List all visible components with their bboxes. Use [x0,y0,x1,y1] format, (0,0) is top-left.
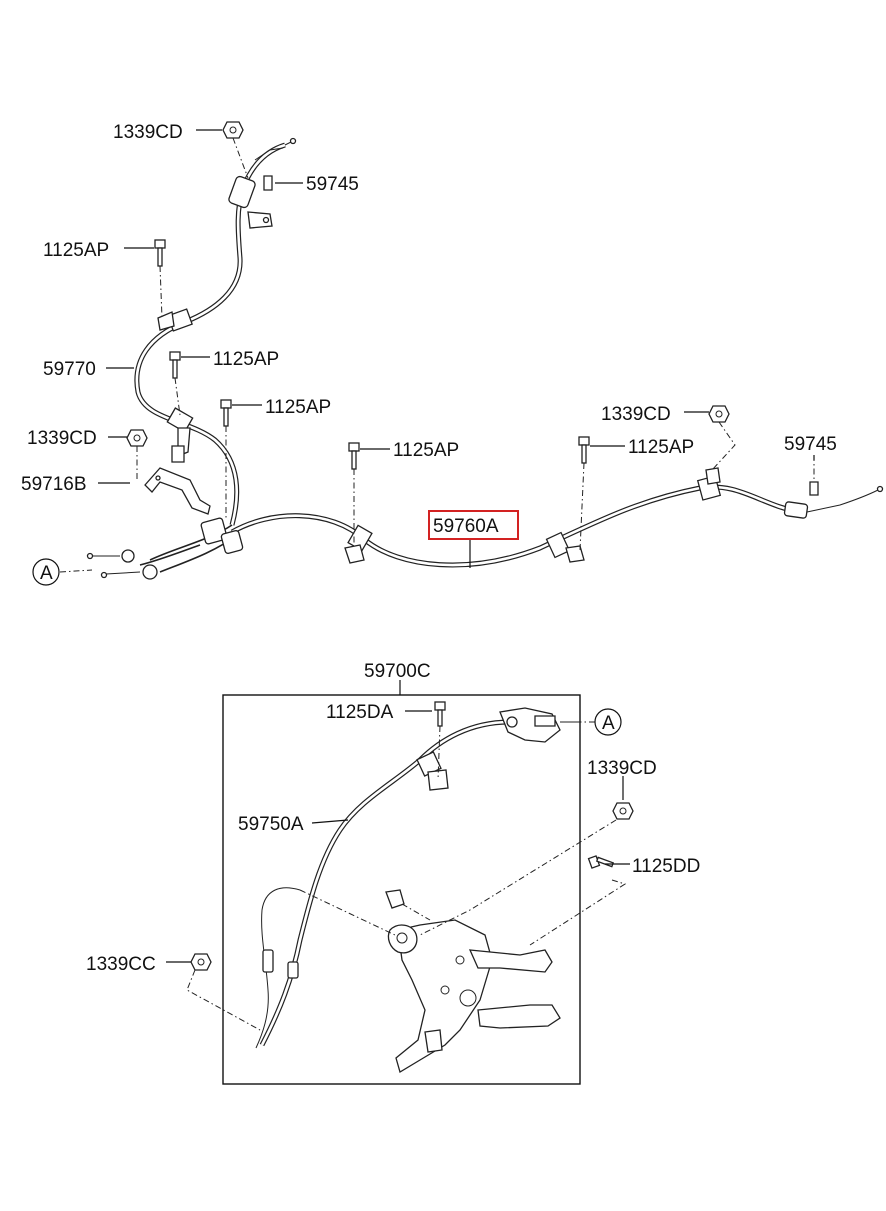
cable-clamps-left [157,308,194,463]
install-lines-upper [59,137,815,573]
reference-marker-a-left: A [32,558,60,586]
assembly-box-59700c [222,694,581,1085]
label-1125ap-mid: 1125AP [265,397,331,418]
leader-lines-lower [166,710,630,963]
cable-equalizer [86,517,244,580]
nut-icon [126,429,148,447]
nut-icon [222,121,244,139]
cable-clamps-main [344,467,722,564]
highlight-59760a [428,510,519,540]
bolt-icon [587,855,615,869]
label-1125da: 1125DA [326,702,394,723]
label-59716b: 59716B [21,474,87,495]
label-1339cd-left: 1339CD [27,428,97,449]
cable-59760a [139,484,884,568]
svg-text:A: A [602,713,615,734]
bolt-icon [348,442,360,470]
label-1125ap-right: 1125AP [628,437,694,458]
label-1339cd-top: 1339CD [113,122,183,143]
parking-brake-pedal-assembly [385,889,561,1073]
label-1339cc: 1339CC [86,954,156,975]
nut-icon [708,405,730,423]
bolt-icon [578,436,590,464]
bolt-icon [169,351,181,379]
nut-icon [190,953,212,971]
label-1125ap-center: 1125AP [393,440,459,461]
label-59745-top: 59745 [306,174,359,195]
bolt-icon [220,399,232,427]
svg-text:A: A [40,563,53,584]
clip-icon [263,175,273,191]
clip-icon [809,481,819,496]
label-59760a: 59760A [433,516,499,537]
reference-marker-a-right: A [594,708,622,736]
label-1339cd-box-right: 1339CD [587,758,657,779]
cable-end-fitting [499,707,578,743]
nut-icon [612,802,634,820]
label-1125dd: 1125DD [632,856,700,877]
upper-cable-fitting [228,147,284,229]
bolt-icon [434,701,446,727]
label-1125ap-mid-left: 1125AP [213,349,279,370]
bolt-icon [154,239,166,267]
label-1339cd-right: 1339CD [601,404,671,425]
bracket-59716b [144,467,211,515]
label-59745-right: 59745 [784,434,837,455]
leader-lines-upper [98,129,815,568]
install-lines-lower [186,721,627,1031]
cable-59750a [255,719,511,1049]
label-1125ap-upper-left: 1125AP [43,240,109,261]
label-59750a: 59750A [238,814,304,835]
label-59700c: 59700C [364,661,431,682]
box-cable-clamp [416,751,449,791]
label-59770: 59770 [43,359,96,380]
